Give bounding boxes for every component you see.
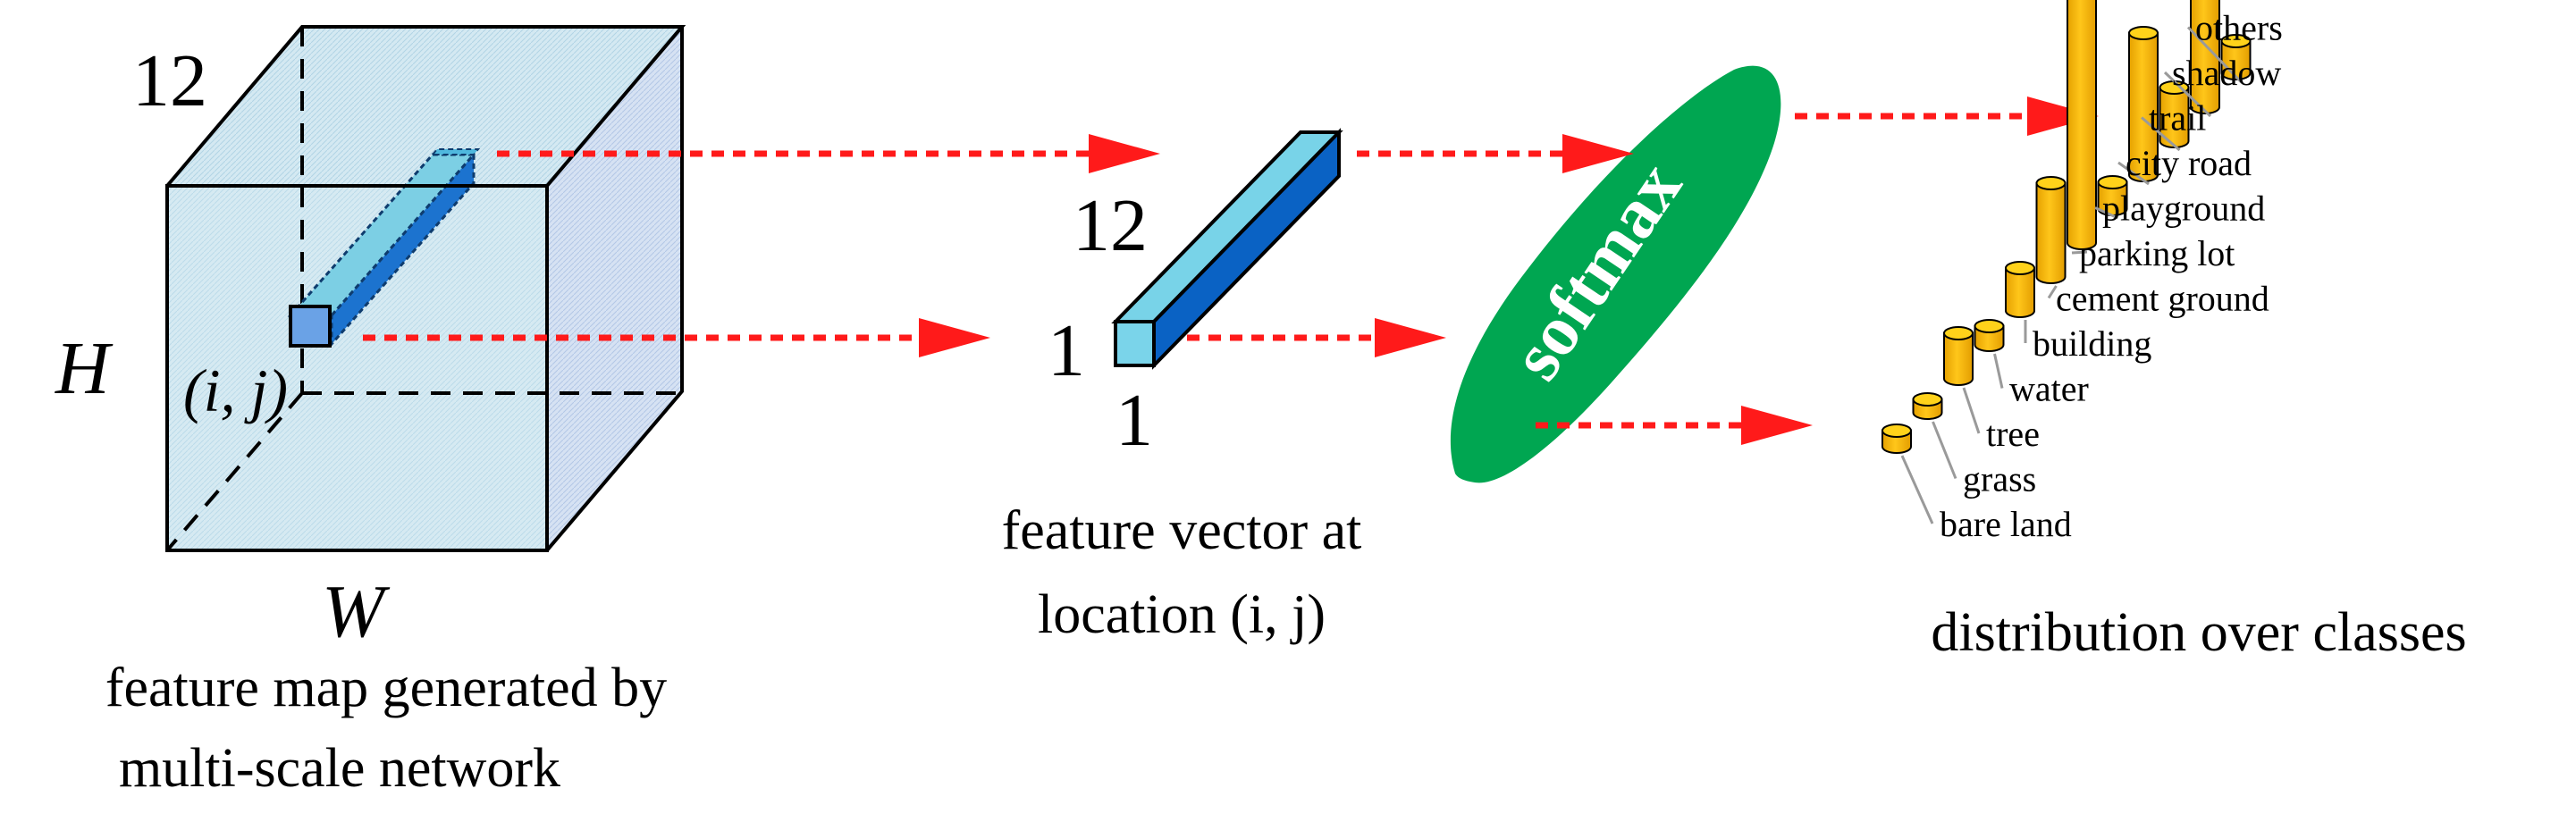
class-bars bbox=[1881, 0, 2252, 454]
arrow-map-to-vector-bottom bbox=[363, 318, 990, 357]
softmax-block: softmax bbox=[1450, 65, 1781, 483]
feature-map-width-label: W bbox=[322, 570, 391, 653]
location-cell bbox=[289, 305, 332, 348]
bar-building bbox=[2005, 261, 2035, 318]
bar-grass bbox=[1912, 392, 1943, 420]
class-label-cement-ground: cement ground bbox=[2056, 279, 2269, 319]
leader-parking-lot bbox=[2071, 250, 2088, 255]
arrow-softmax-to-dist-bottom bbox=[1536, 406, 1813, 445]
arrow-vector-to-softmax-bottom bbox=[1187, 318, 1446, 357]
bar-tree bbox=[1943, 326, 1974, 386]
vector-front-face bbox=[1114, 320, 1156, 367]
class-label-others: others bbox=[2195, 8, 2283, 48]
feature-map-depth-label: 12 bbox=[132, 39, 207, 122]
class-label-water: water bbox=[2009, 369, 2089, 409]
bar-bare-land bbox=[1881, 424, 1912, 454]
leader-others bbox=[2186, 26, 2243, 84]
feature-map-cube: 12 H W (i, j) feature map generated by m… bbox=[55, 25, 686, 799]
arrow-softmax-to-dist-top bbox=[1795, 96, 2099, 136]
class-label-parking-lot: parking lot bbox=[2079, 233, 2235, 273]
arrow-vector-to-softmax-top bbox=[1357, 134, 1634, 173]
leader-trail bbox=[2141, 116, 2181, 152]
location-label: (i, j) bbox=[183, 356, 288, 424]
bar-water bbox=[1974, 319, 2005, 352]
feature-vector: 12 1 1 feature vector at location (i, j) bbox=[1002, 128, 1362, 645]
feature-map-caption-line1: feature map generated by bbox=[105, 658, 667, 718]
distribution-caption: distribution over classes bbox=[1931, 602, 2466, 663]
vector-depth-label: 12 bbox=[1073, 184, 1148, 267]
leader-tree bbox=[1962, 387, 1981, 434]
cube-top-face bbox=[167, 27, 682, 186]
vector-top-face bbox=[1111, 130, 1343, 323]
leader-city-road bbox=[2117, 161, 2150, 186]
feature-map-caption-line2: multi-scale network bbox=[119, 738, 560, 799]
bar-city-road bbox=[2128, 26, 2159, 182]
arrow-map-to-vector-top bbox=[497, 134, 1160, 173]
class-label-bare-land: bare land bbox=[1940, 504, 2072, 544]
arrows bbox=[363, 96, 2099, 445]
feature-column bbox=[287, 148, 481, 348]
bar-parking-lot bbox=[2067, 0, 2097, 250]
vector-caption-line2: location (i, j) bbox=[1038, 584, 1326, 645]
class-label-building: building bbox=[2033, 323, 2151, 364]
leader-bare-land bbox=[1900, 455, 1934, 524]
leader-shadow bbox=[2163, 71, 2212, 118]
class-leaders bbox=[1900, 26, 2243, 524]
class-label-trail: trail bbox=[2149, 98, 2206, 138]
class-label-shadow: shadow bbox=[2172, 53, 2281, 93]
leader-playground bbox=[2094, 206, 2119, 220]
cube-right-face bbox=[547, 27, 682, 550]
class-label-grass: grass bbox=[1963, 459, 2036, 499]
vector-side-face bbox=[1152, 128, 1341, 370]
leader-water bbox=[1993, 353, 2004, 389]
softmax-shape bbox=[1450, 65, 1781, 483]
vector-height-label: 1 bbox=[1048, 309, 1085, 392]
class-label-playground: playground bbox=[2102, 189, 2265, 229]
leader-cement-ground bbox=[2047, 285, 2058, 299]
leader-grass bbox=[1932, 421, 1957, 480]
bar-cement-ground bbox=[2035, 176, 2067, 284]
vector-width-label: 1 bbox=[1115, 379, 1153, 462]
class-label-city-road: city road bbox=[2126, 143, 2252, 183]
vector-caption-line1: feature vector at bbox=[1002, 500, 1362, 561]
feature-map-height-label: H bbox=[55, 327, 114, 410]
class-label-tree: tree bbox=[1986, 414, 2040, 454]
